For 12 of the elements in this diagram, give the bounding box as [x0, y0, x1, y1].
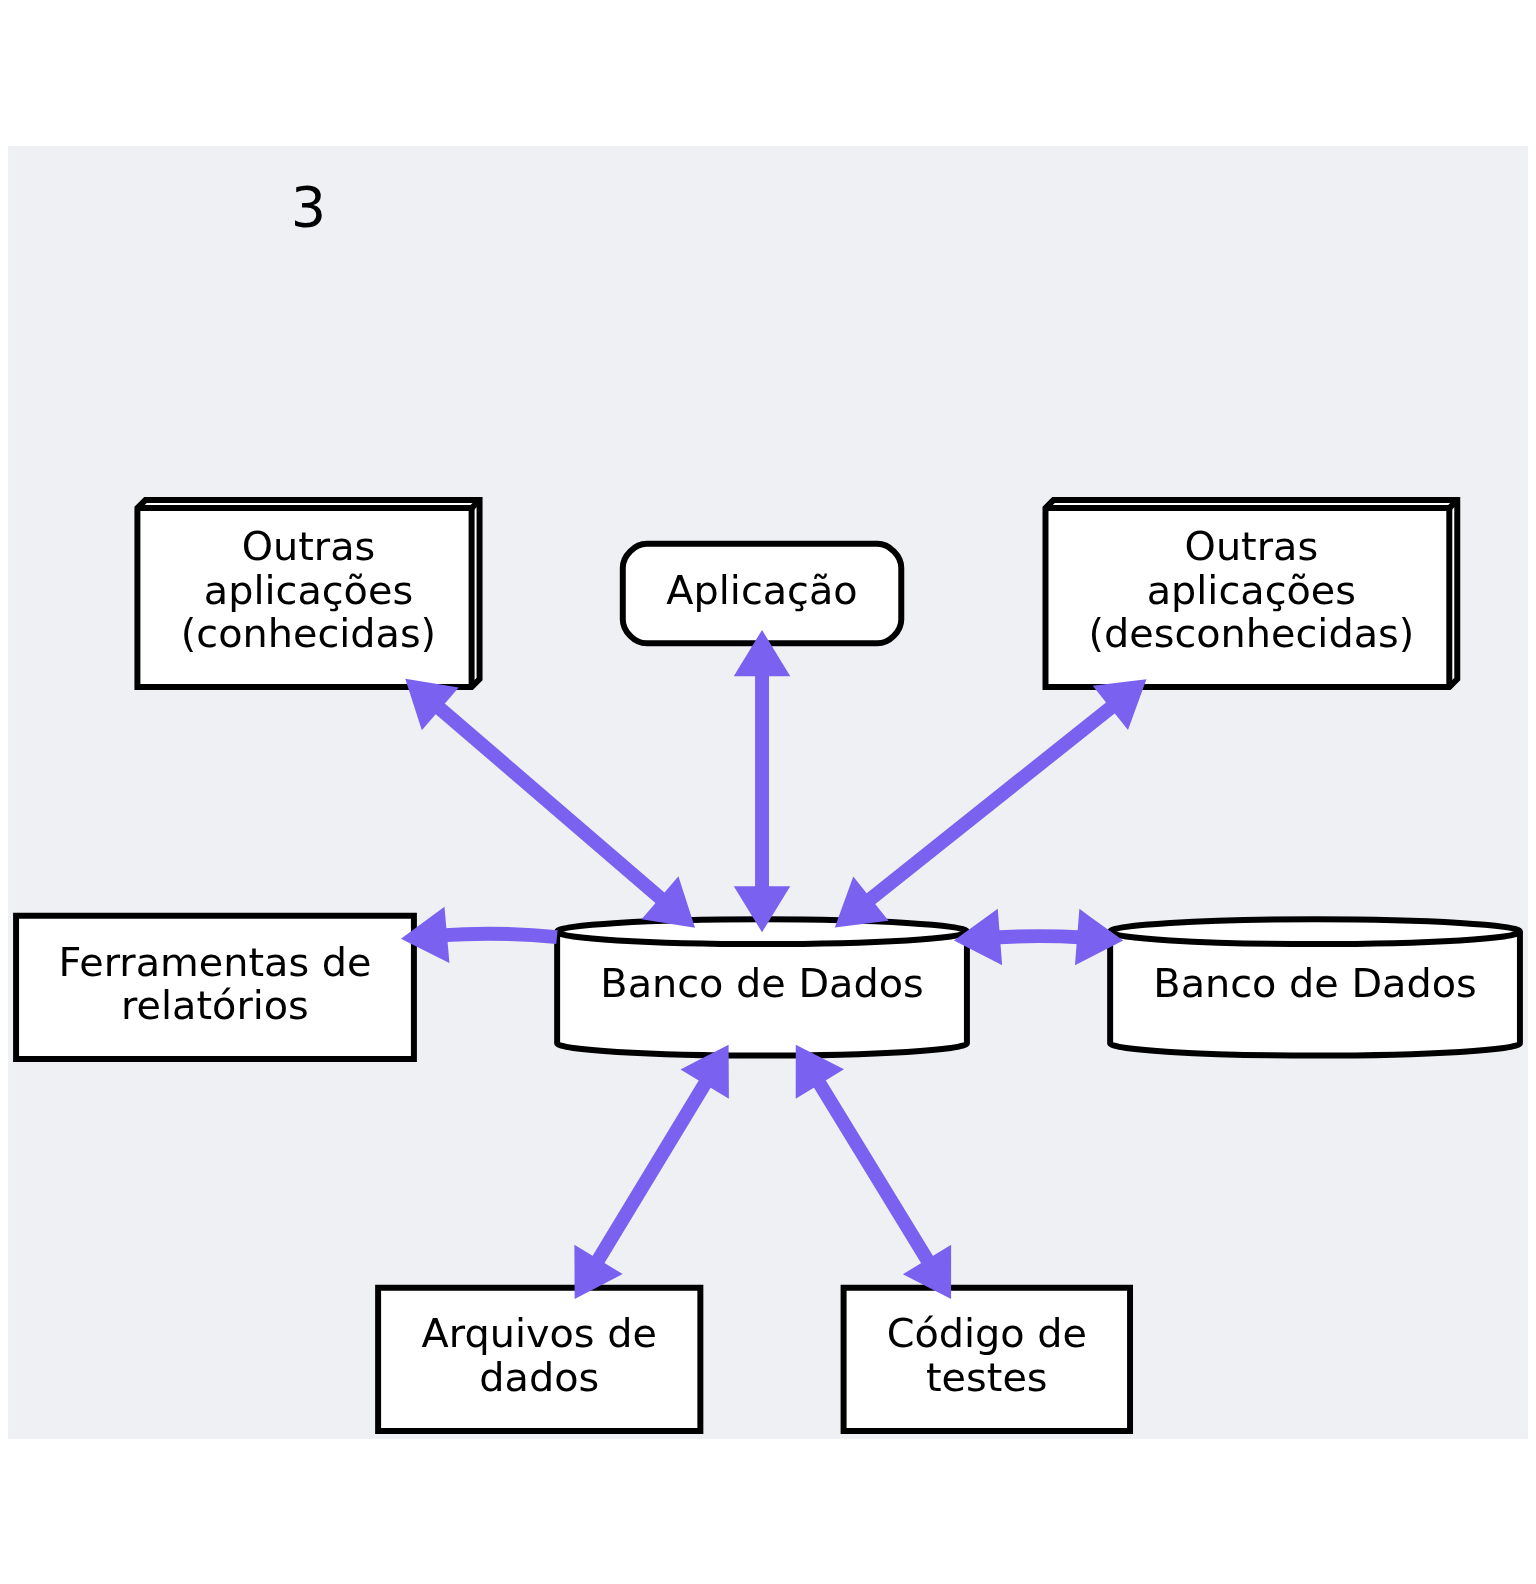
arrow [733, 629, 791, 932]
node-box: Código de testes [840, 1284, 1134, 1434]
label: 3 [290, 173, 327, 239]
arrow [405, 678, 695, 928]
arrow [574, 1044, 729, 1299]
node-box: Arquivos de dados [375, 1284, 704, 1434]
node-box: Aplicação [619, 540, 905, 646]
arrow [953, 908, 1124, 965]
node-box: Ferramentas de relatórios [13, 912, 417, 1062]
arrow [834, 678, 1147, 927]
arrow [401, 906, 558, 963]
arrow [795, 1044, 952, 1299]
